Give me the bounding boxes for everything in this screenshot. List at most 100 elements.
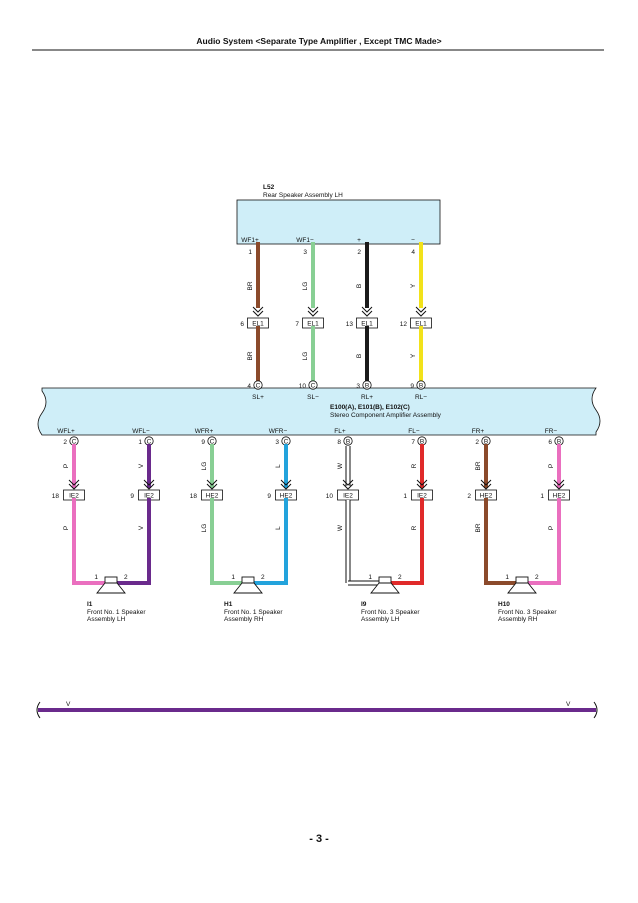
- output-inline-connector-label: IE2: [417, 493, 427, 500]
- amp-output-label: FR+: [472, 428, 485, 435]
- amp-output-label: FR−: [545, 428, 558, 435]
- output-inline-connector-label: HE2: [480, 493, 493, 500]
- rear-inline-connector-label: EL1: [252, 321, 264, 328]
- output-wire-color-top: P: [63, 464, 70, 468]
- output-inline-pin: 2: [467, 493, 471, 500]
- rear-inline-connector-label: EL1: [415, 321, 427, 328]
- amp-input-label: SL−: [307, 394, 319, 401]
- connector-arrow: [252, 306, 264, 317]
- amp-input-label: SL+: [252, 394, 264, 401]
- output-inline-pin: 1: [540, 493, 544, 500]
- amp-input-terminal: [308, 380, 318, 390]
- amplifier-box: [37, 387, 601, 436]
- rear-inline-pin: 13: [346, 321, 354, 328]
- amplifier-name: Stereo Component Amplifier Assembly: [330, 412, 442, 419]
- amp-output-pin: 6: [548, 439, 552, 446]
- speaker-pin-2: 2: [261, 574, 265, 581]
- speaker-pin-1: 1: [231, 574, 235, 581]
- output-inline-connector-label: HE2: [553, 493, 566, 500]
- speaker-name-line1: Front No. 1 Speaker: [87, 609, 146, 616]
- connector-arrow: [143, 479, 155, 490]
- output-wire-color-top: L: [275, 464, 282, 468]
- amp-output-pin: 8: [337, 439, 341, 446]
- amp-output-pin: 7: [411, 439, 415, 446]
- speaker-body: [241, 576, 255, 584]
- rear-pin-label: WF1+: [241, 237, 259, 244]
- output-inline-pin: 10: [326, 493, 334, 500]
- speaker-pin-1: 1: [94, 574, 98, 581]
- speaker-pin-1: 1: [368, 574, 372, 581]
- output-inline-connector-label: HE2: [280, 493, 293, 500]
- speaker-name-line2: Assembly RH: [224, 616, 264, 623]
- connector-arrow: [361, 306, 373, 317]
- amp-output-label: WFR+: [195, 428, 214, 435]
- output-inline-connector-label: HE2: [206, 493, 219, 500]
- speaker-code: H1: [224, 601, 233, 608]
- amp-input-pin: 9: [410, 383, 414, 390]
- output-inline-pin: 9: [130, 493, 134, 500]
- connector-arrow: [416, 479, 428, 490]
- output-inline-connector-label: IE2: [343, 493, 353, 500]
- speaker-body: [378, 576, 392, 584]
- speaker-name-line2: Assembly LH: [361, 616, 400, 623]
- speaker-cone-icon: [96, 582, 126, 594]
- speaker-pin-1: 1: [505, 574, 509, 581]
- amplifier-codes: E100(A), E101(B), E102(C): [330, 404, 410, 411]
- amp-input-terminal: [362, 380, 372, 390]
- rear-wire-color-bottom: Y: [410, 353, 417, 358]
- amp-output-pin: 3: [275, 439, 279, 446]
- amp-input-terminal-label: B: [365, 382, 369, 389]
- amp-output-pin: 2: [475, 439, 479, 446]
- output-inline-pin: 18: [190, 493, 198, 500]
- bus-label-right: V: [566, 701, 571, 708]
- connector-arrow: [68, 479, 80, 490]
- amp-output-pin: 1: [138, 439, 142, 446]
- rear-wire-color-top: Y: [410, 283, 417, 288]
- rear-wire-color-top: BR: [247, 281, 254, 290]
- rear-wire-color-bottom: LG: [302, 352, 309, 361]
- speaker-cone-icon: [370, 582, 400, 594]
- rear-pin-number: 2: [357, 249, 361, 256]
- speaker-cone-icon: [233, 582, 263, 594]
- amp-input-label: RL−: [415, 394, 427, 401]
- rear-speaker-box: [236, 199, 441, 245]
- amp-output-terminal-label: C: [210, 438, 215, 445]
- rear-inline-pin: 7: [295, 321, 299, 328]
- output-wire-color-top: R: [411, 463, 418, 468]
- speaker-name-line2: Assembly RH: [498, 616, 538, 623]
- output-wire-color-bottom: L: [275, 526, 282, 530]
- output-wire-color-bottom: LG: [201, 524, 208, 533]
- output-inline-connector-label: IE2: [144, 493, 154, 500]
- speaker-cone-icon: [507, 582, 537, 594]
- amp-input-terminal: [253, 380, 263, 390]
- rear-pin-number: 3: [303, 249, 307, 256]
- rear-pin-number: 4: [411, 249, 415, 256]
- speaker-name-line1: Front No. 3 Speaker: [361, 609, 420, 616]
- output-inline-connector-label: IE2: [69, 493, 79, 500]
- amp-output-pin: 9: [201, 439, 205, 446]
- speaker-pin-2: 2: [535, 574, 539, 581]
- connector-arrow: [342, 479, 354, 490]
- page-number: - 3 -: [309, 833, 329, 845]
- output-wire-color-top: V: [138, 463, 145, 468]
- amp-output-label: WFL+: [57, 428, 75, 435]
- speaker-body: [515, 576, 529, 584]
- speaker-code: H10: [498, 601, 510, 608]
- connector-arrow: [307, 306, 319, 317]
- output-wire-color-bottom: R: [411, 525, 418, 530]
- rear-inline-connector-label: EL1: [307, 321, 319, 328]
- amp-output-label: FL+: [334, 428, 346, 435]
- speaker-name-line1: Front No. 3 Speaker: [498, 609, 557, 616]
- output-wire-color-bottom: P: [63, 526, 70, 530]
- rear-wire-color-bottom: B: [356, 354, 363, 358]
- amp-input-pin: 10: [299, 383, 307, 390]
- amp-input-label: RL+: [361, 394, 373, 401]
- output-wire-color-bottom: V: [138, 525, 145, 530]
- connector-arrow: [480, 479, 492, 490]
- output-wire-color-top: BR: [475, 461, 482, 470]
- speaker-pin-2: 2: [124, 574, 128, 581]
- bus-label-left: V: [66, 701, 71, 708]
- output-wire-color-bottom: BR: [475, 523, 482, 532]
